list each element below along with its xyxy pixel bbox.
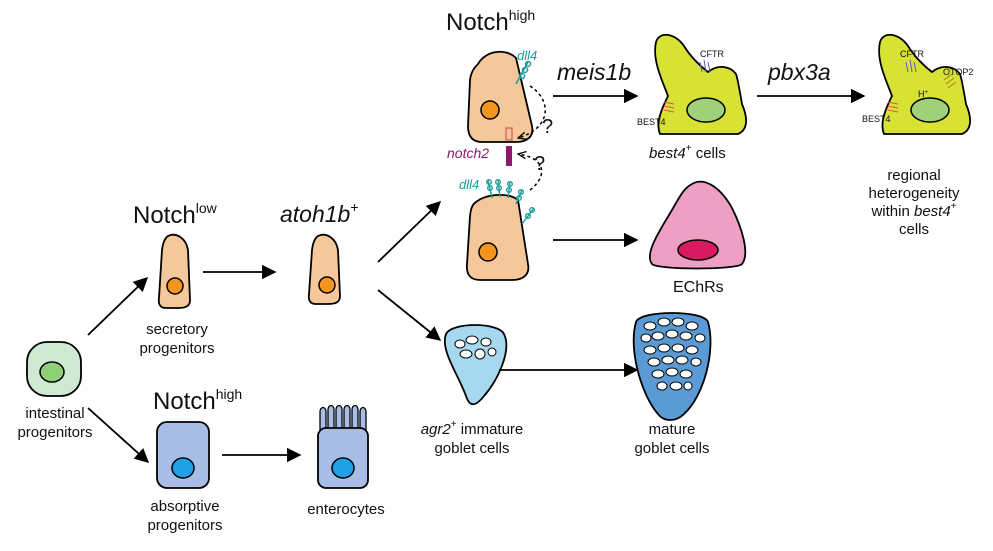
question-mark-2: ?	[534, 153, 545, 175]
intestinal-label-1: intestinal	[25, 405, 84, 422]
regional-label-4: cells	[899, 221, 929, 238]
mature-goblet-cell	[632, 312, 712, 421]
dashed-arrow-lower	[518, 154, 543, 191]
arrow-to-secretory	[87, 276, 149, 336]
dashed-arrow-upper	[518, 85, 546, 138]
meis1b-label: meis1b	[557, 59, 631, 85]
arrow-to-absorptive	[87, 407, 150, 463]
cftr-channel-1	[699, 59, 711, 73]
echrs-label: EChRs	[673, 279, 724, 296]
absorptive-label-2: progenitors	[147, 517, 222, 534]
hplus-label: H+	[918, 89, 929, 99]
best4-channel-2	[887, 101, 899, 113]
mature-goblet-label-1: mature	[649, 421, 696, 438]
regional-best4-cell	[878, 33, 971, 135]
dll4-receptors-lower	[486, 178, 536, 225]
best4-cell	[654, 33, 747, 135]
notch-low-label: Notchlow	[133, 200, 218, 229]
notch-high-cell-lower	[465, 194, 530, 281]
echr-cell	[649, 180, 747, 270]
best4-protein-label-2: BEST4	[862, 114, 891, 124]
best4-channel-1	[663, 101, 675, 113]
notch-high-cell-upper	[467, 50, 534, 143]
immature-goblet-label-2: goblet cells	[434, 440, 509, 457]
absorptive-label-1: absorptive	[150, 498, 219, 515]
regional-label-3: within best4+	[870, 201, 956, 220]
notch2-label: notch2	[447, 145, 489, 161]
secretory-label-2: progenitors	[139, 340, 214, 357]
notch-high-bottom-label: Notchhigh	[153, 386, 242, 415]
atoh1b-label: atoh1b+	[280, 199, 359, 227]
regional-label-2: heterogeneity	[869, 185, 960, 202]
dll4-lower-label: dll4	[459, 177, 479, 192]
notch-high-top-label: Notchhigh	[446, 7, 535, 36]
cftr-label-2: CFTR	[900, 49, 924, 59]
immature-goblet-cell	[443, 324, 508, 406]
cftr-label-1: CFTR	[700, 49, 724, 59]
best4-protein-label-1: BEST4	[637, 117, 666, 127]
pbx3a-label: pbx3a	[767, 59, 831, 85]
absorptive-progenitor-cell	[156, 421, 210, 489]
otop2-channel	[943, 73, 957, 89]
arrow-to-goblet	[377, 289, 442, 341]
otop2-label: OTOP2	[943, 67, 973, 77]
arrow-to-notch-cells	[377, 200, 442, 263]
secretory-progenitor-cell	[157, 233, 191, 309]
best4-cells-label: best4+ cells	[649, 143, 726, 162]
intestinal-label-2: progenitors	[17, 424, 92, 441]
notch2-receptor	[505, 127, 513, 166]
intestinal-progenitor-cell	[26, 341, 82, 397]
cftr-channel-2	[905, 59, 917, 73]
enterocyte-cell	[317, 404, 369, 489]
dll4-upper-label: dll4	[517, 48, 537, 63]
mature-goblet-label-2: goblet cells	[634, 440, 709, 457]
question-mark-1: ?	[542, 116, 553, 138]
secretory-label-1: secretory	[146, 321, 208, 338]
atoh1b-cell	[307, 233, 341, 305]
enterocytes-label: enterocytes	[307, 501, 385, 518]
immature-goblet-label-1: agr2+ immature	[421, 419, 524, 438]
regional-label-1: regional	[887, 167, 940, 184]
dll4-receptor-upper	[515, 60, 532, 85]
